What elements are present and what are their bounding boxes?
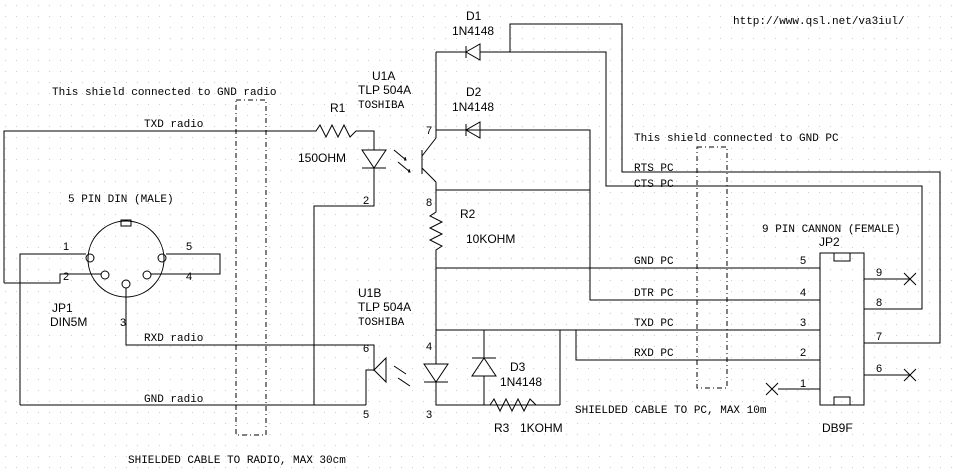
radio-shield-note: This shield connected to GND radio: [52, 87, 276, 99]
din-connector: [85, 219, 167, 298]
u1a-part: TLP 504A: [358, 83, 411, 97]
u1b-pin-5: 5: [363, 409, 369, 421]
db9-pin-1: 1: [800, 378, 806, 390]
r2-ref: R2: [460, 207, 476, 221]
d1-diode: [436, 43, 510, 61]
d2-diode: [464, 121, 504, 139]
u1a-pin-8: 8: [426, 197, 432, 209]
d2-ref: D2: [466, 85, 482, 99]
db9-connector: [819, 252, 865, 406]
d3-ref: D3: [510, 360, 526, 374]
rts-pc-wire: [509, 23, 941, 344]
din-pin3-rxd-wire: [125, 288, 366, 346]
d3-diode: [471, 357, 497, 377]
db9-pin-8: 8: [876, 297, 882, 309]
d1-ref: D1: [466, 9, 482, 23]
radio-cable-note: SHIELDED CABLE TO RADIO, MAX 30cm: [128, 455, 346, 467]
db9-pin6-nc: [864, 368, 917, 382]
db9-top-tab: [833, 252, 851, 262]
din-value: DIN5M: [50, 315, 87, 329]
radio-cable-shield: [235, 99, 267, 436]
din-pin-2: 2: [63, 271, 69, 283]
u1a-pin2-wire: [313, 168, 375, 405]
cts-pc-wire: [510, 51, 923, 310]
din-pin1-gnd-wire: [19, 253, 86, 405]
din-pin-5: 5: [186, 241, 192, 253]
gnd-radio-label: GND radio: [144, 394, 203, 406]
din-ref: JP1: [52, 301, 73, 315]
d1-value: 1N4148: [452, 24, 494, 38]
u1b-part: TLP 504A: [358, 300, 411, 314]
d3-value: 1N4148: [500, 375, 542, 389]
db9-pin-2: 2: [800, 347, 806, 359]
rxd-pc-label: RXD PC: [634, 348, 674, 360]
r3-ref: R3: [494, 421, 510, 435]
u1b-led-symbol: [366, 344, 387, 384]
r2-resistor: [428, 190, 444, 268]
pc-cable-note: SHIELDED CABLE TO PC, MAX 10m: [575, 405, 767, 417]
r3-resistor: [484, 397, 546, 413]
u1b-light-arrows: [393, 365, 411, 387]
r1-value: 150OHM: [298, 151, 346, 165]
db9-value: DB9F: [822, 421, 853, 435]
u1b-ref: U1B: [358, 286, 381, 300]
db9-title: 9 PIN CANNON (FEMALE): [762, 224, 901, 236]
db9-pin9-nc: [864, 272, 917, 286]
cts-pc-label: CTS PC: [634, 179, 674, 191]
pc-shield-note: This shield connected to GND PC: [634, 133, 839, 145]
txd-pc-label: TXD PC: [634, 318, 674, 330]
u1b-diode: [423, 330, 449, 383]
url-text: http://www.qsl.net/va3iul/: [733, 16, 905, 28]
dtr-pc-wire: [504, 129, 820, 301]
db9-pin-5: 5: [800, 255, 806, 267]
txd-radio-label: TXD radio: [144, 119, 203, 131]
db9-pin-4: 4: [800, 287, 806, 299]
din-pin-1: 1: [63, 241, 69, 253]
r1-resistor: [310, 123, 375, 150]
db9-pin-9: 9: [876, 267, 882, 279]
r1-ref: R1: [330, 101, 346, 115]
u1a-light-arrows: [393, 149, 411, 173]
u1a-phototransistor: [421, 137, 437, 183]
din-title: 5 PIN DIN (MALE): [68, 194, 174, 206]
u1a-ref: U1A: [372, 69, 395, 83]
u1b-pin-4: 4: [426, 341, 432, 353]
r3-value: 1KOHM: [520, 421, 563, 435]
db9-ref: JP2: [819, 235, 840, 249]
gnd-pc-label: GND PC: [634, 256, 674, 268]
din-pin-4: 4: [186, 271, 192, 283]
u1a-pin-2: 2: [363, 195, 369, 207]
db9-pin-7: 7: [876, 331, 882, 343]
u1b-pin-3: 3: [426, 409, 432, 421]
db9-bottom-tab: [833, 396, 851, 406]
u1a-brand: TOSHIBA: [358, 100, 405, 112]
dtr-pc-label: DTR PC: [634, 288, 674, 300]
rxd-radio-label: RXD radio: [144, 333, 203, 345]
d2-value: 1N4148: [452, 100, 494, 114]
db9-pin1-nc: [765, 382, 820, 396]
db9-pin-6: 6: [876, 363, 882, 375]
din-pin2-wire: [4, 273, 101, 284]
u1a-led-symbol: [361, 149, 387, 169]
u1b-cathode-wire: [365, 369, 374, 405]
rxd-pc-wire: [436, 329, 820, 361]
db9-pin-3: 3: [800, 317, 806, 329]
u1b-pin-6: 6: [363, 343, 369, 355]
rts-pc-label: RTS PC: [634, 163, 674, 175]
u1a-pin-7: 7: [426, 125, 432, 137]
u1b-brand: TOSHIBA: [358, 317, 405, 329]
txd-pc-wire: [559, 329, 820, 405]
din-pin-3: 3: [120, 317, 126, 329]
u1b-bottom-wire: [435, 382, 560, 406]
d3-top-wire: [436, 329, 485, 358]
r2-value: 10KOHM: [466, 232, 515, 246]
txd-radio-wire-left: [3, 130, 310, 283]
din-pin4-pin5-wire: [151, 253, 221, 275]
